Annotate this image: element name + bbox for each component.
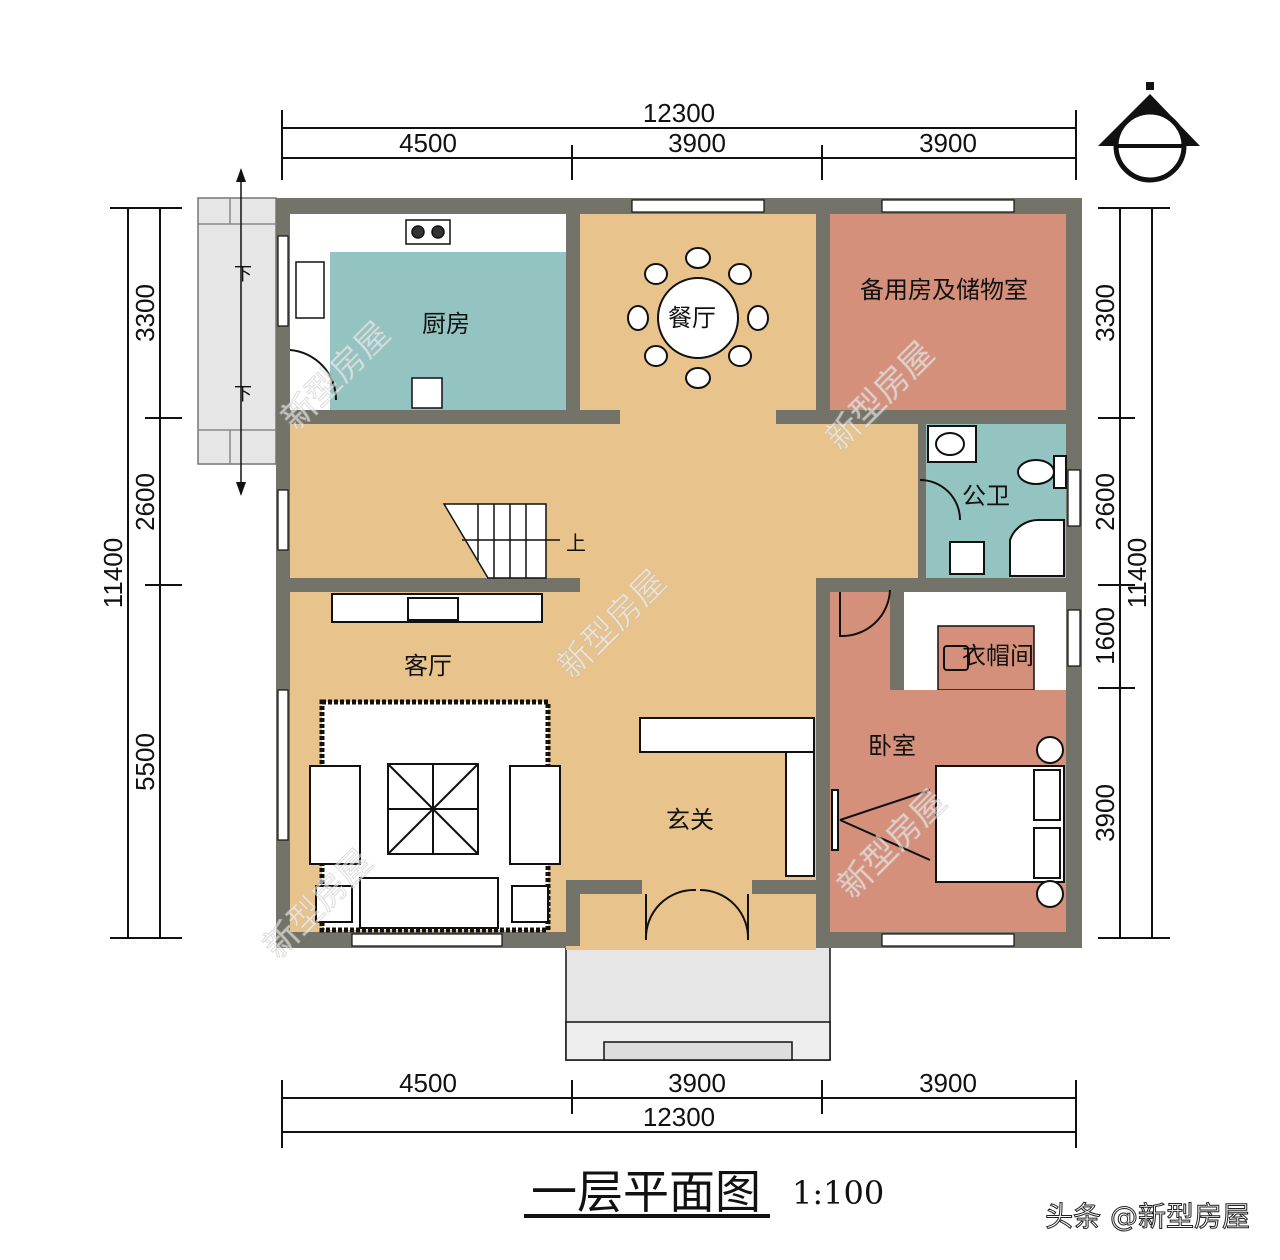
room-label-dining: 餐厅 <box>668 304 716 332</box>
room-label-kitchen: 厨房 <box>422 310 470 338</box>
north-compass-icon <box>1098 82 1200 183</box>
windows <box>277 199 1081 947</box>
left-dimensions: 11400 3300 2600 5500 <box>98 207 182 939</box>
storage-floor <box>830 214 1066 410</box>
stair-down-label: 下 <box>234 264 252 285</box>
dim-left-total: 11400 <box>98 538 128 608</box>
dim-right-seg: 3300 <box>1090 284 1120 342</box>
kitchen-floor <box>330 252 566 410</box>
dim-left-seg: 3300 <box>130 284 160 342</box>
plan-title: 一层平面图 <box>531 1165 761 1219</box>
room-label-bedroom: 卧室 <box>868 732 916 760</box>
staircase: 上 <box>442 503 586 579</box>
room-label-closet: 衣帽间 <box>962 642 1034 670</box>
bathroom-fixtures <box>927 425 1067 577</box>
dim-bottom-seg: 3900 <box>919 1068 977 1098</box>
dim-right-seg: 3900 <box>1090 784 1120 842</box>
dim-right-total: 11400 <box>1122 538 1152 608</box>
dim-right-seg: 2600 <box>1090 473 1120 531</box>
dim-bottom-seg: 3900 <box>668 1068 726 1098</box>
dining-table <box>627 247 769 389</box>
side-porch: 下 下 <box>197 168 277 496</box>
stair-down-label: 下 <box>234 384 252 405</box>
hall-floor <box>290 424 918 578</box>
footer-watermark: 头条 @新型房屋 <box>1045 1200 1250 1233</box>
dim-top-seg: 3900 <box>668 128 726 158</box>
room-label-living: 客厅 <box>404 652 452 680</box>
living-furniture <box>309 593 815 933</box>
dim-left-seg: 5500 <box>130 733 160 791</box>
top-dimensions: 12300 4500 3900 3900 <box>281 98 1077 180</box>
bed <box>831 736 1065 908</box>
plan-scale: 1:100 <box>792 1174 884 1212</box>
dining-opening <box>620 408 776 426</box>
room-label-storage: 备用房及储物室 <box>860 276 1028 304</box>
dim-bottom-seg: 4500 <box>399 1068 457 1098</box>
dim-right-seg: 1600 <box>1090 607 1120 665</box>
dim-top-seg: 4500 <box>399 128 457 158</box>
dim-left-seg: 2600 <box>130 473 160 531</box>
dim-top-seg: 3900 <box>919 128 977 158</box>
right-dimensions: 3300 2600 1600 3900 11400 <box>1090 207 1170 939</box>
stair-up-label: 上 <box>566 531 586 555</box>
dim-top-total: 12300 <box>643 98 715 128</box>
room-label-entrance: 玄关 <box>666 806 714 834</box>
dim-bottom-total: 12300 <box>643 1102 715 1132</box>
closet-hanger <box>943 645 969 671</box>
stair-wall <box>290 578 580 592</box>
kitchen-fixtures <box>295 219 451 409</box>
bottom-dimensions: 4500 3900 3900 12300 <box>281 1068 1077 1148</box>
doors <box>289 349 961 941</box>
front-porch <box>565 943 831 1061</box>
room-label-bathroom: 公卫 <box>962 482 1010 510</box>
